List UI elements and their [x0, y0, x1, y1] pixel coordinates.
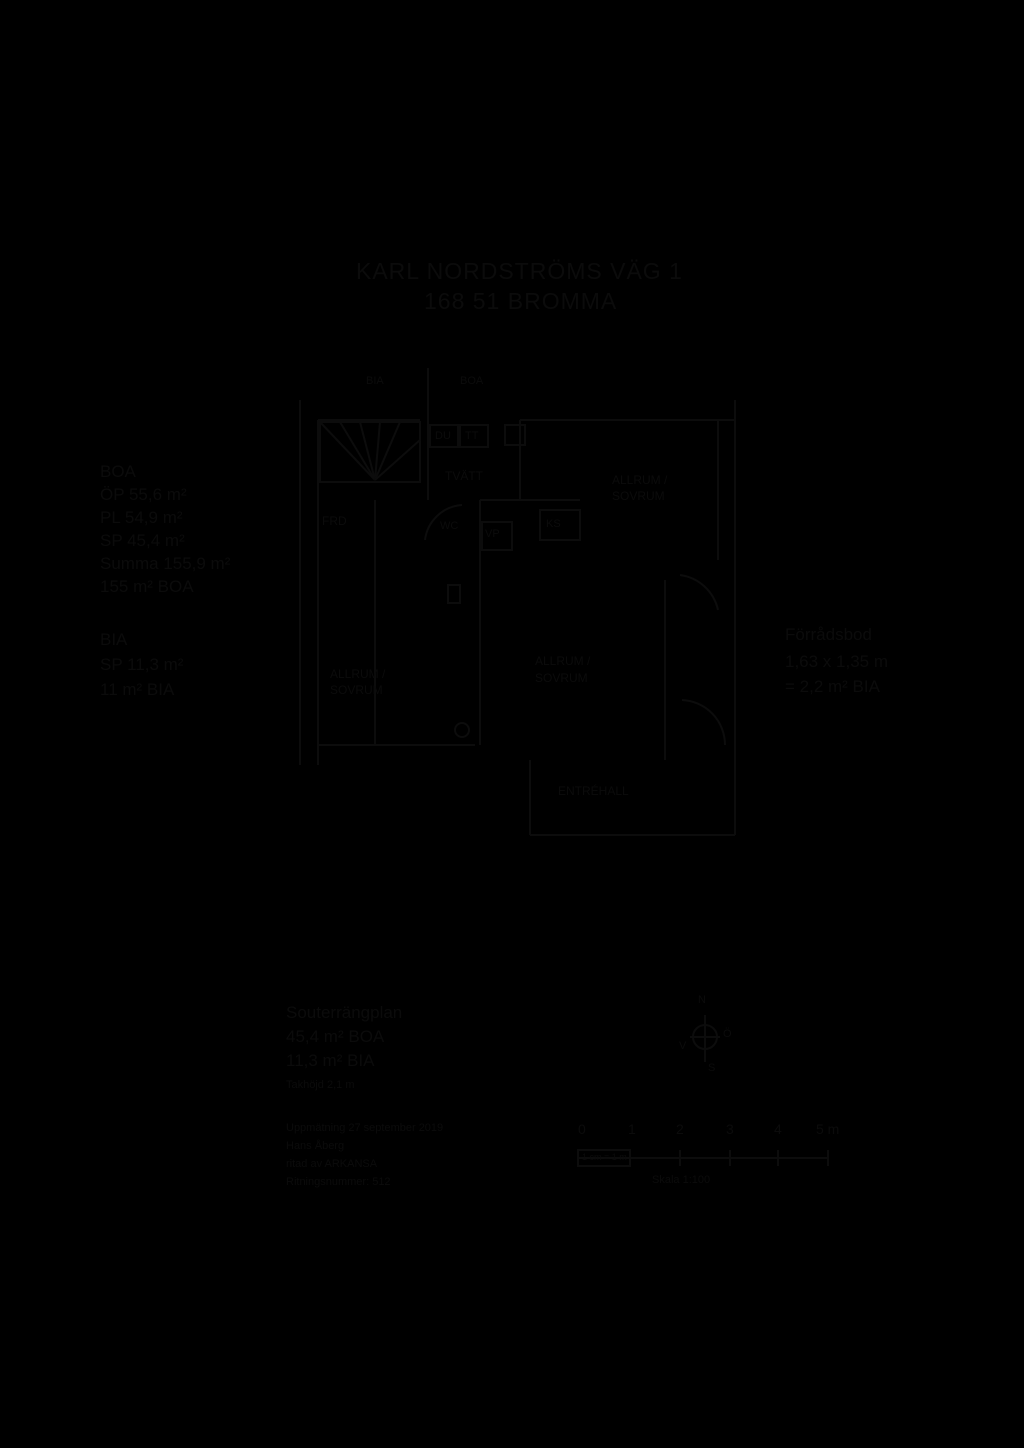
- plan-info-line: 45,4 m² BOA: [286, 1027, 385, 1046]
- plan-info-ceiling: Takhöjd 2,1 m: [286, 1079, 355, 1091]
- stair-line: [319, 421, 376, 481]
- room-label-tt: TT: [465, 430, 479, 442]
- scale-tick-label: 4: [774, 1121, 782, 1137]
- room-label-allrum-left-1: ALLRUM /: [330, 667, 386, 681]
- boa-line: Summa 155,9 m²: [100, 554, 231, 573]
- boa-heading: BOA: [100, 462, 136, 481]
- scale-tick-label: 3: [726, 1121, 734, 1137]
- scale-tick-label: 0: [578, 1121, 586, 1137]
- room-label-allrum-center-1: ALLRUM /: [535, 654, 591, 668]
- address-line-2: 168 51 BROMMA: [424, 288, 618, 314]
- compass-v: V: [679, 1040, 687, 1052]
- shower-box: [429, 424, 459, 448]
- door-swing: [424, 504, 463, 541]
- compass-n: N: [698, 994, 706, 1006]
- drain: [454, 722, 470, 738]
- bia-heading: BIA: [100, 630, 128, 649]
- room-label-tvatt: TVÄTT: [445, 469, 483, 483]
- door-swing: [679, 574, 719, 611]
- plan-info-line: 11,3 m² BIA: [286, 1051, 375, 1070]
- scale-tick-label: 2: [676, 1121, 684, 1137]
- stair-line: [374, 421, 401, 481]
- scale-box-label: 1 cm = 1 m: [582, 1152, 627, 1162]
- room-label-ks: KS: [546, 518, 561, 530]
- fixture-small: [447, 584, 461, 604]
- boa-line: ÖP 55,6 m²: [100, 485, 187, 504]
- door-swing: [681, 699, 727, 746]
- room-label-allrum-center-2: SOVRUM: [535, 671, 588, 685]
- scale-tick-label: 5 m: [816, 1121, 840, 1137]
- meta-line: Ritningsnummer: 512: [286, 1176, 391, 1188]
- compass-s: S: [708, 1062, 716, 1074]
- stair-line: [339, 421, 376, 481]
- boa-line: SP 45,4 m²: [100, 531, 185, 550]
- staircase: [319, 421, 421, 483]
- bia-line: SP 11,3 m²: [100, 655, 184, 674]
- room-label-vp: VP: [485, 528, 500, 540]
- bia-line: 11 m² BIA: [100, 680, 175, 699]
- room-label-allrum-right-2: SOVRUM: [612, 489, 665, 503]
- meta-line: Hans Åberg: [286, 1140, 345, 1152]
- marker-boa: BOA: [460, 375, 484, 387]
- scale-box: [577, 1149, 631, 1167]
- compass-o: Ö: [723, 1028, 732, 1040]
- room-label-allrum-left-2: SOVRUM: [330, 683, 383, 697]
- ks-box: [539, 509, 581, 541]
- plan-info-title: Souterrängplan: [286, 1003, 403, 1022]
- stair-line: [374, 421, 381, 481]
- address-line-1: KARL NORDSTRÖMS VÄG 1: [356, 258, 683, 284]
- room-label-dusch: DU: [435, 430, 451, 442]
- room-label-allrum-right-1: ALLRUM /: [612, 473, 668, 487]
- room-label-wc: WC: [440, 520, 459, 532]
- wc-box: [481, 521, 513, 551]
- storage-line: 1,63 x 1,35 m: [785, 652, 889, 671]
- room-label-entre: ENTRÉHALL: [558, 784, 629, 798]
- storage-line: = 2,2 m² BIA: [785, 677, 880, 696]
- stair-line: [359, 421, 376, 481]
- boa-line: PL 54,9 m²: [100, 508, 183, 527]
- scale-ratio: Skala 1:100: [652, 1174, 711, 1186]
- stair-line: [374, 439, 421, 481]
- meta-line: Uppmätning 27 september 2019: [286, 1122, 444, 1134]
- scale-tick-label: 1: [628, 1121, 636, 1137]
- storage-line: Förrådsbod: [785, 625, 872, 644]
- meta-line: ritad av ARKANSA: [286, 1158, 378, 1170]
- room-label-frd: FRD: [322, 514, 347, 528]
- sink-box: [504, 424, 526, 446]
- boa-line: 155 m² BOA: [100, 577, 194, 596]
- washer-box: [459, 424, 489, 448]
- marker-bia: BIA: [366, 375, 384, 387]
